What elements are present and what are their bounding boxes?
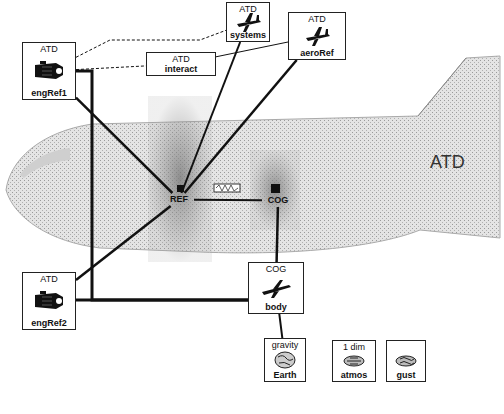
cog-shade	[250, 150, 300, 230]
engine-icon	[32, 289, 66, 313]
block-header: gravity	[265, 340, 305, 350]
block-name: engRef2	[23, 318, 75, 328]
body-block: COG body	[248, 262, 304, 314]
block-header: ATD	[147, 54, 215, 64]
block-header: COG	[249, 264, 303, 274]
block-header: ATD	[227, 4, 269, 14]
connection-line	[76, 299, 248, 302]
block-name: gust	[387, 370, 425, 380]
block-name: Earth	[265, 370, 305, 380]
atmosphere-icon	[342, 354, 366, 368]
connection-line	[76, 66, 146, 70]
cog-frame: COG	[262, 194, 294, 207]
fuselage	[6, 56, 500, 253]
aircraft-icon	[302, 25, 332, 47]
interaction-element: ATDinteract	[146, 52, 216, 76]
cockpit	[20, 148, 70, 178]
cog-point	[271, 184, 280, 193]
connection-line	[279, 314, 282, 338]
connection-line	[76, 71, 248, 300]
block-name: REF	[164, 194, 194, 204]
block-name: COG	[262, 195, 294, 205]
ref-point	[177, 185, 184, 192]
aircraft-icon	[233, 11, 263, 33]
spring-element	[214, 184, 240, 192]
block-name: engRef1	[23, 88, 75, 98]
body-icon	[259, 277, 293, 299]
connection-line	[277, 207, 278, 262]
connection-line	[76, 206, 171, 280]
engine-block: ATD engRef2	[22, 272, 76, 330]
earth-icon	[274, 351, 296, 369]
block-name: systems	[227, 30, 269, 40]
connection-line	[76, 98, 172, 193]
model-label: ATD	[430, 152, 465, 173]
block-header: ATD	[23, 44, 75, 54]
block-header: 1 dim	[333, 342, 375, 352]
block-header: ATD	[289, 14, 345, 24]
block-name: atmos	[333, 370, 375, 380]
gust-icon	[394, 354, 418, 368]
gravity-block: gravityEarth	[264, 338, 306, 382]
engine-block: ATD engRef1	[22, 42, 76, 100]
block-name: body	[249, 302, 303, 312]
atmosphere-block: 1 dim atmos	[332, 340, 376, 382]
spring-coil	[216, 185, 238, 191]
block-header: ATD	[23, 274, 75, 284]
connection-line	[185, 60, 297, 193]
aero-block: ATD aeroRef	[288, 12, 346, 60]
engine-icon	[32, 59, 66, 83]
connection-line	[216, 42, 288, 57]
connection-line	[194, 199, 262, 202]
block-name: interact	[147, 64, 215, 74]
systems-block: ATD systems	[226, 2, 270, 42]
block-name: aeroRef	[289, 48, 345, 58]
reference-frame: REF	[164, 193, 194, 206]
gust-block: gust	[386, 340, 426, 382]
tail-fin-edge	[418, 58, 466, 116]
